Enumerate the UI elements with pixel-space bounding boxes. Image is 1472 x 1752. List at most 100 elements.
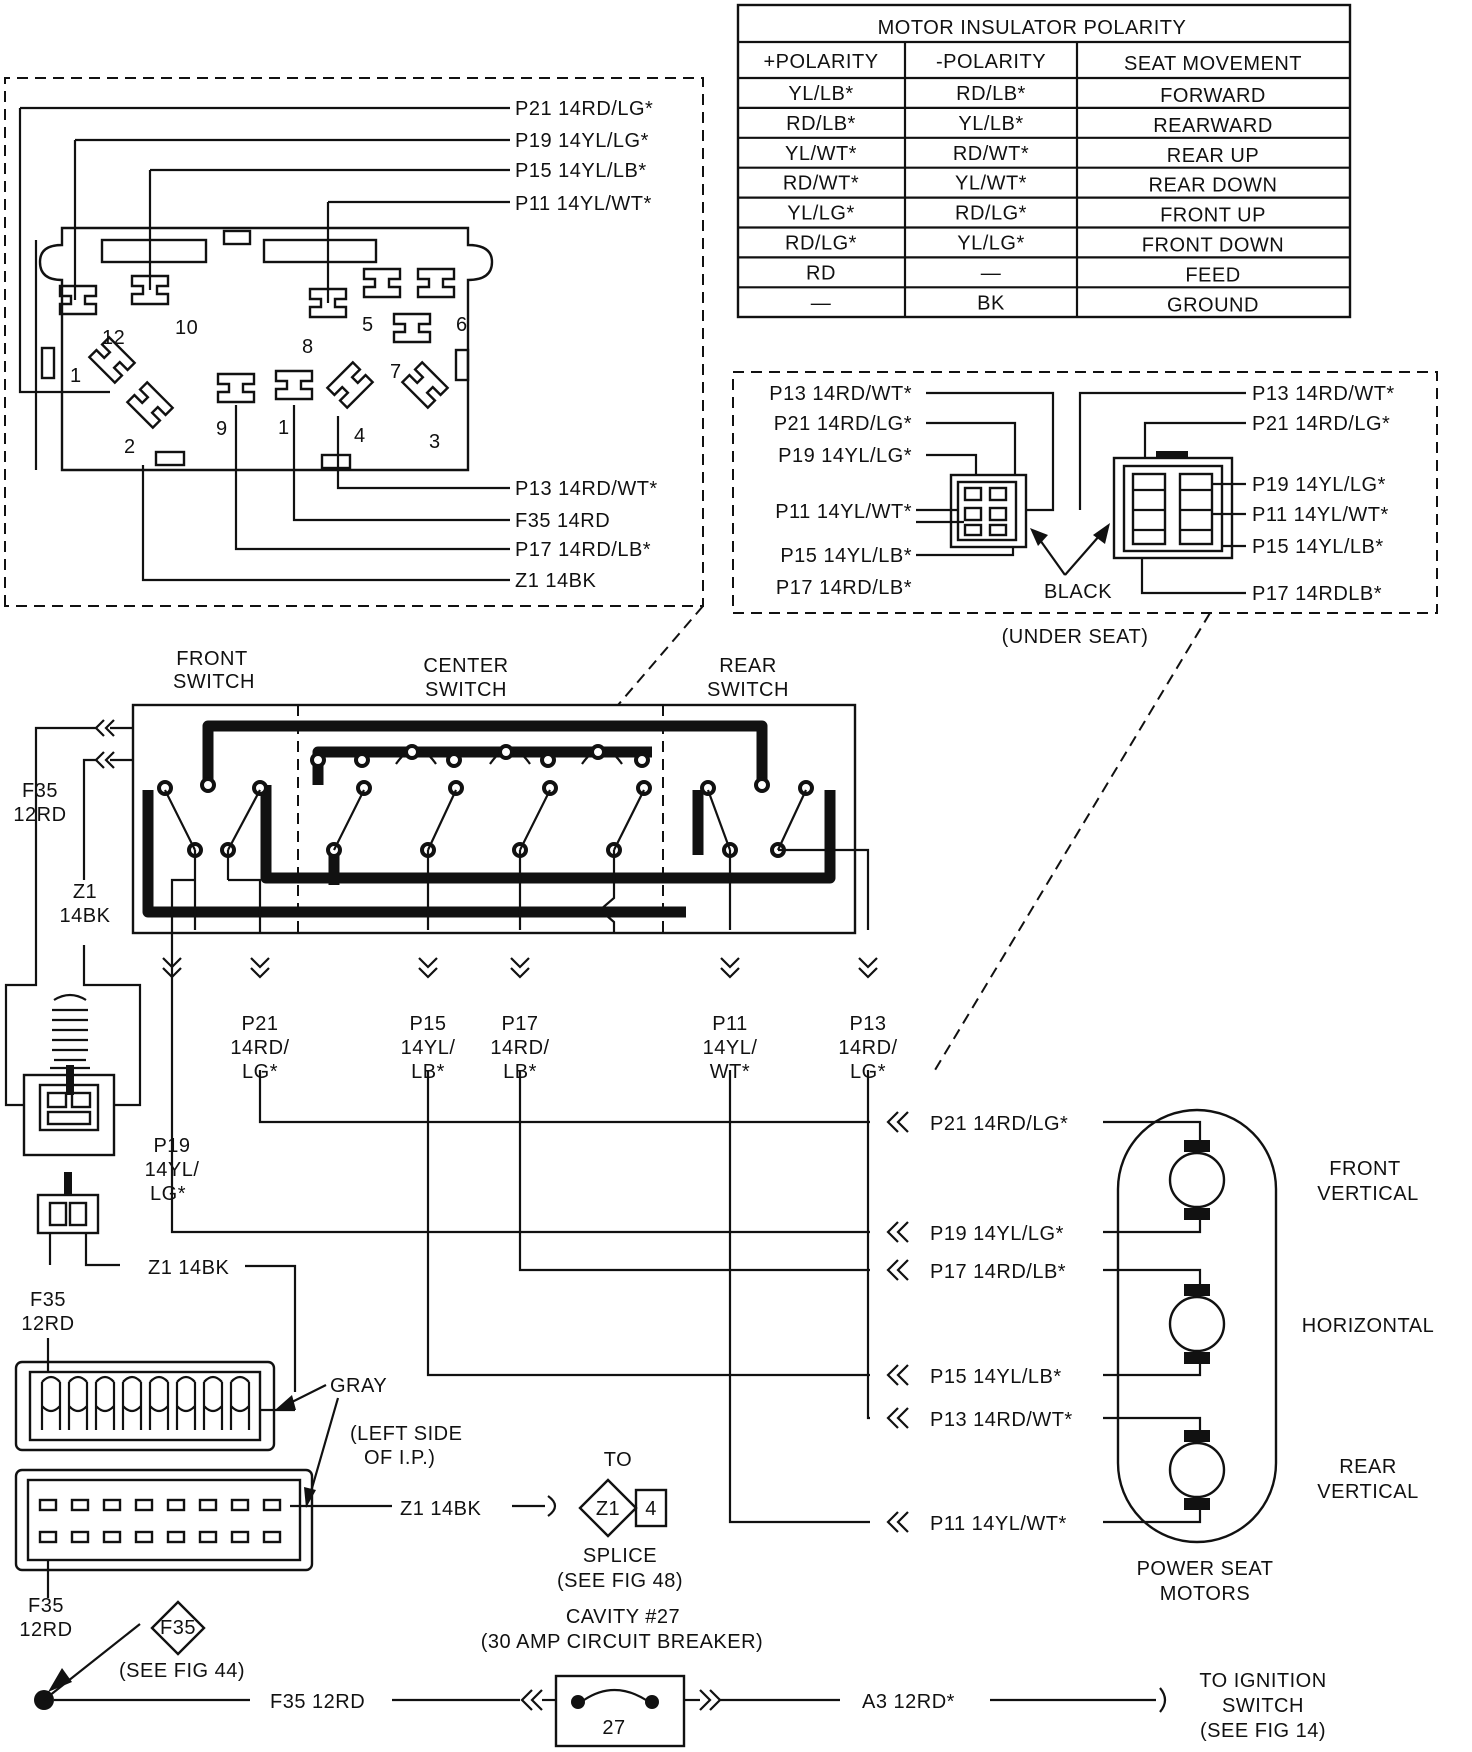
- under-seat-connectors: P13 14RD/WT*P21 14RD/LG*P19 14YL/LG*P11 …: [732, 371, 1438, 648]
- switch-terminal: [404, 744, 420, 760]
- switch-terminal: [446, 752, 462, 768]
- left-side-label-2: OF I.P.): [364, 1447, 435, 1469]
- ignition-label-2: SWITCH: [1222, 1695, 1304, 1717]
- front-vertical-label: FRONT: [1329, 1158, 1400, 1180]
- polarity-row: YL/LG*RD/LG*FRONT UP: [787, 203, 1265, 227]
- ignition-label: TO IGNITION: [1199, 1670, 1326, 1692]
- polarity-row: YL/LB*RD/LB*FORWARD: [788, 83, 1265, 107]
- connector-cavity: [230, 1530, 250, 1544]
- a3-label: A3 12RD*: [862, 1691, 955, 1713]
- seat-movement: REARWARD: [1153, 115, 1273, 137]
- cavity-number: 5: [362, 314, 374, 336]
- cavity-number: 8: [302, 336, 314, 358]
- wire-label: P11 14YL/WT*: [515, 193, 652, 215]
- under-seat-wire-left: P21 14RD/LG*: [774, 413, 912, 435]
- under-seat-wire-right: P11 14YL/WT*: [1252, 504, 1389, 526]
- wire-connector: [886, 1364, 909, 1386]
- ignition-label-3: (SEE FIG 14): [1200, 1720, 1326, 1742]
- under-seat-wire-right: P13 14RD/WT*: [1252, 383, 1395, 405]
- connector-cavity: [40, 1375, 62, 1430]
- cavity-number: 9: [216, 418, 228, 440]
- wire-connector: [886, 1511, 909, 1533]
- connector-cavity: [134, 1498, 154, 1512]
- polarity-row: RD/LB*YL/LB*REARWARD: [786, 113, 1273, 137]
- motor-wire-label: P13 14RD/WT*: [930, 1409, 1073, 1431]
- connector-cavity: [166, 1498, 186, 1512]
- connector-terminal: [392, 312, 432, 344]
- positive-polarity: RD: [806, 262, 836, 284]
- cavity-number: 2: [124, 436, 136, 458]
- motor-wire-label: P15 14YL/LB*: [930, 1366, 1062, 1388]
- switch-terminal: [798, 780, 814, 796]
- under-seat-wire-left: P17 14RD/LB*: [776, 577, 912, 599]
- motors-caption: POWER SEAT: [1137, 1558, 1274, 1580]
- positive-polarity: YL/LB*: [788, 83, 853, 105]
- motor-wire-label: P17 14RD/LB*: [930, 1261, 1066, 1283]
- splice-to: TO: [604, 1449, 632, 1471]
- seat-movement: FRONT DOWN: [1142, 235, 1284, 257]
- breaker-number: 27: [602, 1717, 625, 1739]
- positive-polarity: RD/LG*: [785, 233, 857, 255]
- switch-terminal: [636, 780, 652, 796]
- f35-mid-label: F35: [30, 1289, 66, 1311]
- motor-wire-label: P21 14RD/LG*: [930, 1113, 1068, 1135]
- front-switch-label: FRONT: [176, 648, 247, 670]
- wire-label: P19 14YL/LG*: [515, 130, 649, 152]
- wire-label: P21 14RD/LG*: [515, 98, 653, 120]
- wire-label: P13 14RD/WT*: [515, 478, 658, 500]
- connector-terminal: [416, 267, 456, 299]
- connector-terminal: [362, 267, 402, 299]
- output-circuit: P13: [849, 1013, 886, 1035]
- polarity-table: MOTOR INSULATOR POLARITY +POLARITY -POLA…: [736, 3, 1352, 319]
- connector-cavity: [134, 1530, 154, 1544]
- polarity-row: YL/WT*RD/WT*REAR UP: [785, 143, 1259, 167]
- splice-code: Z1: [596, 1498, 620, 1520]
- left-harness: F35 12RD Z1 14BK Z1 14BK F35 12RD GRAY: [4, 726, 557, 1710]
- switch-terminal: [634, 752, 650, 768]
- motors-caption-2: MOTORS: [1160, 1583, 1250, 1605]
- under-seat-wire-left: P11 14YL/WT*: [775, 501, 912, 523]
- horizontal-label: HORIZONTAL: [1302, 1315, 1434, 1337]
- seat-motor: [1168, 1284, 1226, 1364]
- positive-polarity: —: [811, 292, 832, 314]
- cavity-number: 10: [175, 317, 198, 339]
- negative-polarity: RD/LG*: [955, 203, 1027, 225]
- polarity-row: RD — FEED: [806, 262, 1240, 286]
- connector-terminal: [216, 372, 256, 404]
- switch-terminal: [700, 780, 716, 796]
- cavity-number: 1: [70, 365, 82, 387]
- seat-movement: FEED: [1185, 264, 1240, 286]
- f35-mid-label-2: 12RD: [21, 1313, 74, 1335]
- positive-polarity: YL/LG*: [787, 203, 854, 225]
- header-positive: +POLARITY: [763, 51, 878, 73]
- table-title: MOTOR INSULATOR POLARITY: [878, 17, 1187, 39]
- switch-terminal: [356, 780, 372, 796]
- connector-cavity: [229, 1375, 251, 1430]
- output-gauge-color: 14RD/: [230, 1037, 289, 1059]
- wire-label: Z1 14BK: [515, 570, 596, 592]
- motor-wire-label: P19 14YL/LG*: [930, 1223, 1064, 1245]
- negative-polarity: —: [981, 262, 1002, 284]
- connector-terminal: [58, 284, 98, 316]
- left-side-label: (LEFT SIDE: [350, 1423, 462, 1445]
- connector-cavity: [38, 1498, 58, 1512]
- breaker-desc: (30 AMP CIRCUIT BREAKER): [481, 1631, 763, 1653]
- polarity-row: RD/LG*YL/LG*FRONT DOWN: [785, 233, 1284, 257]
- rear-switch-label: REAR: [719, 655, 777, 677]
- circuit-breaker: CAVITY #27 (30 AMP CIRCUIT BREAKER) F35 …: [54, 1606, 1326, 1748]
- rear-vertical-label-2: VERTICAL: [1317, 1481, 1418, 1503]
- cavity-number: 3: [429, 431, 441, 453]
- connector-cavity: [38, 1530, 58, 1544]
- switch-terminal: [200, 777, 216, 793]
- cavity-number: 7: [390, 361, 402, 383]
- output-circuit: P17: [501, 1013, 538, 1035]
- f35-top-label: F35: [22, 780, 58, 802]
- seat-movement: REAR UP: [1167, 145, 1259, 167]
- power-seat-motors: FRONT VERTICAL HORIZONTAL REAR VERTICAL …: [1103, 1108, 1434, 1605]
- rear-switch-label-2: SWITCH: [707, 679, 789, 701]
